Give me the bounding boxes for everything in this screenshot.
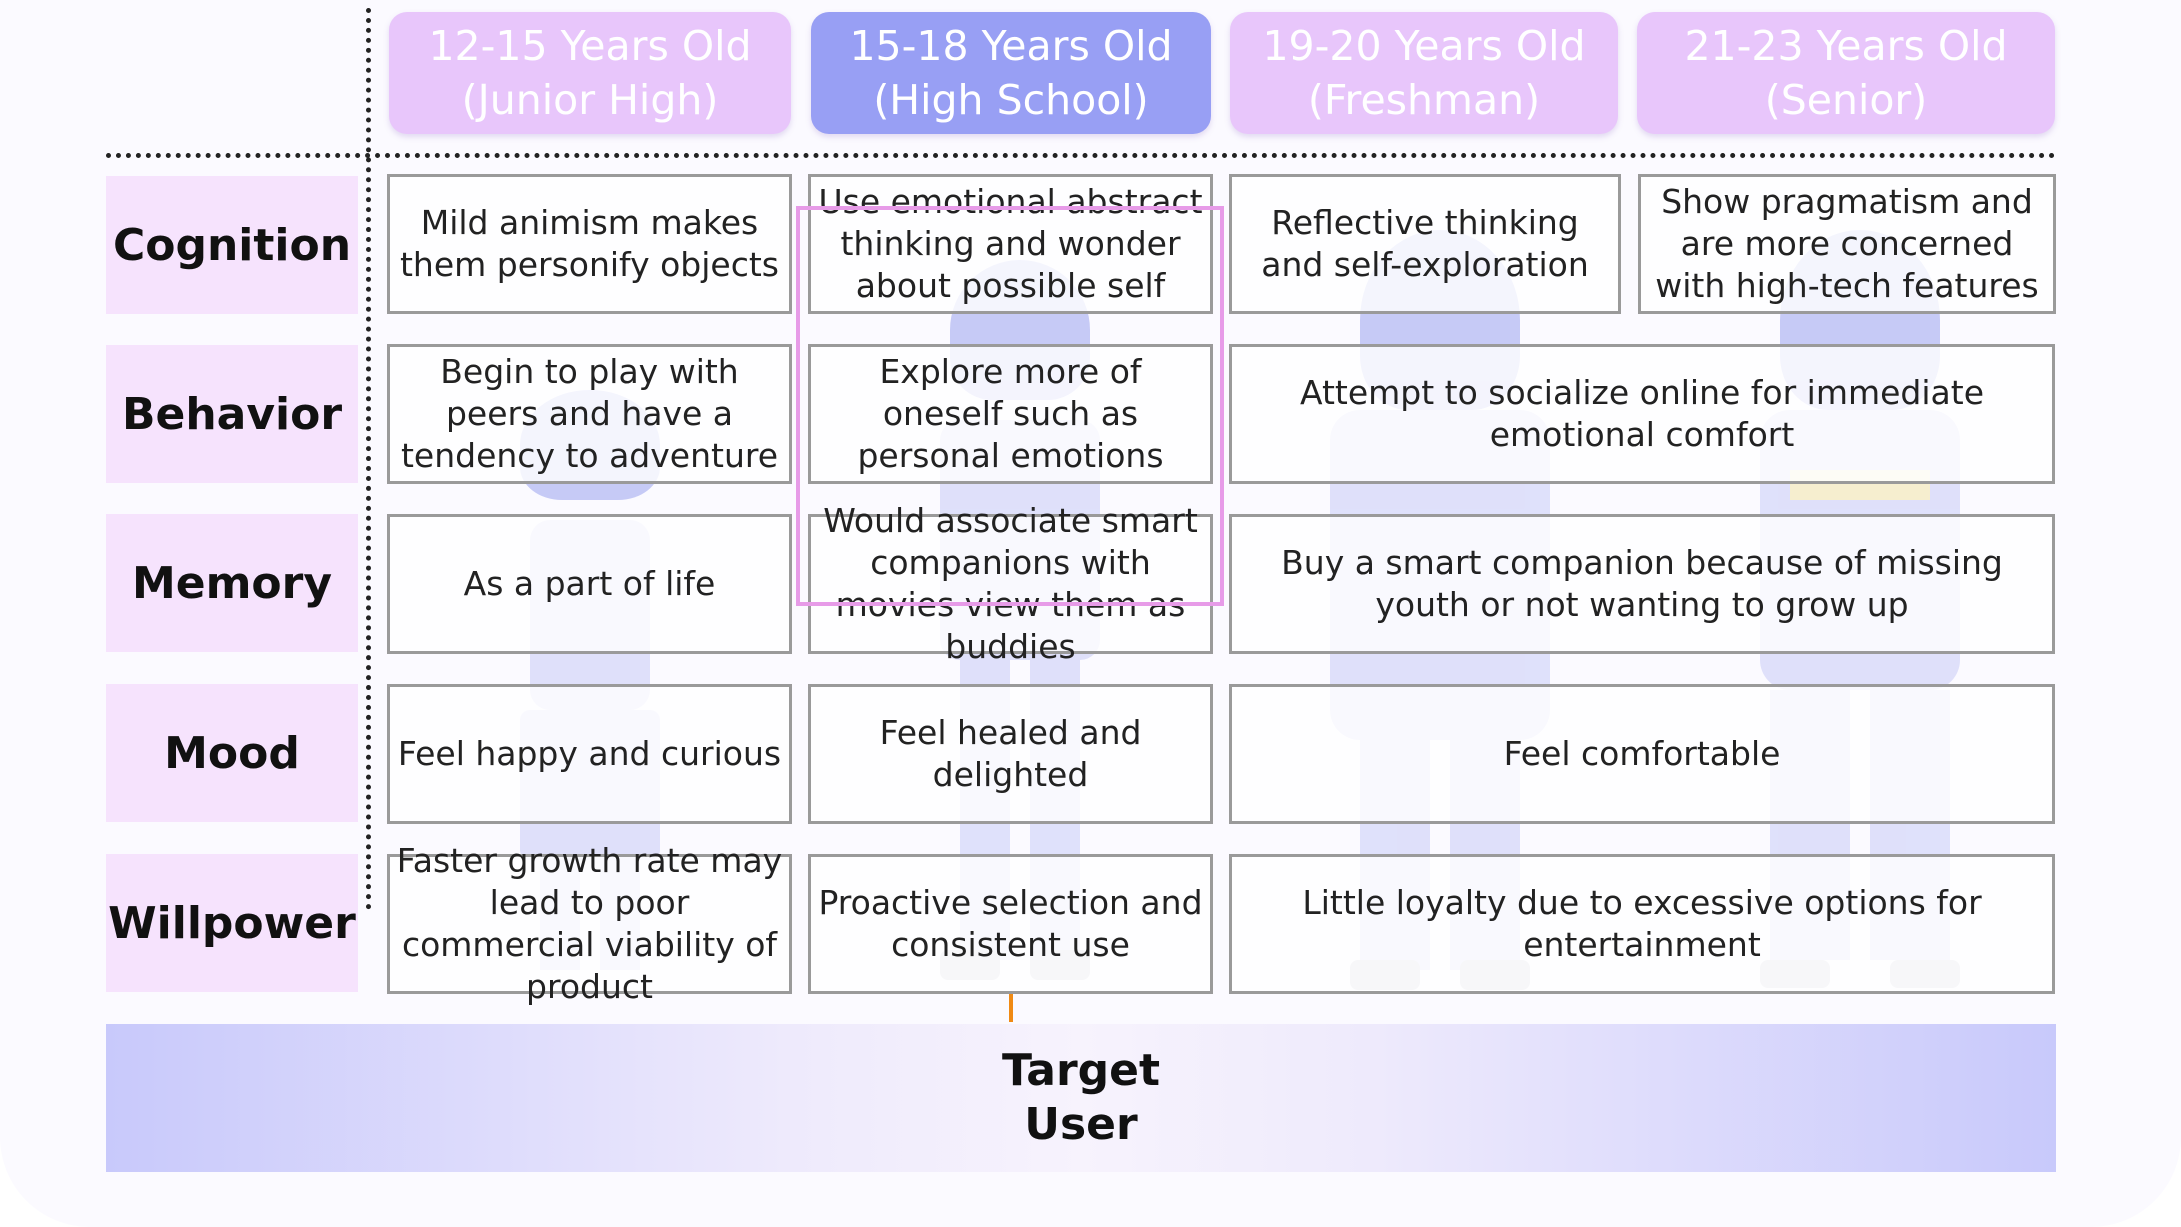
target-user-band: Target User [106,1024,2056,1172]
school-stage-label: (Freshman) [1307,76,1541,124]
label-column-divider [366,8,371,910]
age-range-label: 21-23 Years Old [1684,22,2008,70]
target-user-label: Target User [1001,1045,1161,1150]
cell-mood-high-school: Feel healed and delighted [808,684,1213,824]
age-range-label: 19-20 Years Old [1262,22,1586,70]
dimension-label-cognition: Cognition [106,176,358,314]
cell-cognition-freshman: Reflective thinking and self-exploration [1229,174,1621,314]
down-arrow-icon [1009,994,1013,1040]
cell-behavior-college: Attempt to socialize online for immediat… [1229,344,2055,484]
cell-behavior-high-school: Explore more of oneself such as personal… [808,344,1213,484]
age-header-junior-high: 12-15 Years Old (Junior High) [389,12,791,134]
dimension-label-willpower: Willpower [106,854,358,992]
school-stage-label: (Junior High) [461,76,719,124]
school-stage-label: (High School) [873,76,1149,124]
cell-willpower-junior-high: Faster growth rate may lead to poor comm… [387,841,792,1006]
age-header-freshman: 19-20 Years Old (Freshman) [1230,12,1618,134]
age-header-high-school: 15-18 Years Old (High School) [811,12,1211,134]
cell-mood-junior-high: Feel happy and curious [387,684,792,824]
school-stage-label: (Senior) [1764,76,1928,124]
cell-willpower-high-school: Proactive selection and consistent use [808,854,1213,994]
cell-cognition-junior-high: Mild animism makes them personify object… [387,174,792,314]
cell-mood-college: Feel comfortable [1229,684,2055,824]
cell-memory-college: Buy a smart companion because of missing… [1229,514,2055,654]
cell-memory-high-school: Would associate smart companions with mo… [808,501,1213,666]
dimension-label-mood: Mood [106,684,358,822]
cell-willpower-college: Little loyalty due to excessive options … [1229,854,2055,994]
cell-memory-junior-high: As a part of life [387,514,792,654]
cell-behavior-junior-high: Begin to play with peers and have a tend… [387,344,792,484]
age-range-label: 12-15 Years Old [428,22,752,70]
cell-cognition-high-school: Use emotional abstract thinking and wond… [808,174,1213,314]
dimension-label-behavior: Behavior [106,345,358,483]
header-divider [106,153,2056,158]
dimension-label-memory: Memory [106,514,358,652]
age-header-senior: 21-23 Years Old (Senior) [1637,12,2055,134]
cell-cognition-senior: Show pragmatism and are more concerned w… [1638,174,2056,314]
age-range-label: 15-18 Years Old [849,22,1173,70]
